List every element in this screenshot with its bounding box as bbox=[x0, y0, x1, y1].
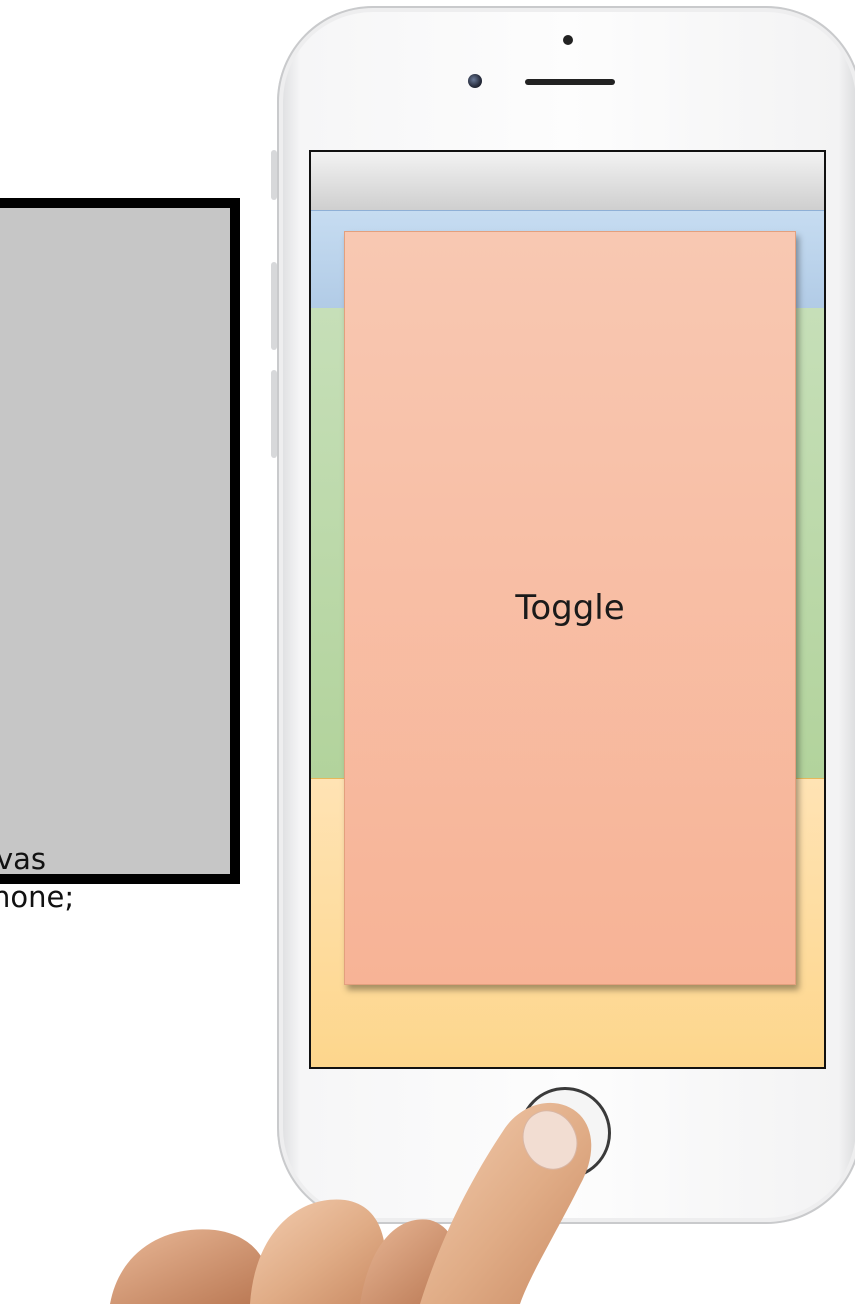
speaker-icon bbox=[525, 79, 615, 85]
camera-icon bbox=[468, 74, 482, 88]
finger bbox=[360, 1219, 460, 1304]
code-line: vas bbox=[0, 842, 46, 876]
code-line: none; bbox=[0, 880, 74, 914]
navigation-bar bbox=[311, 152, 824, 210]
home-button-icon[interactable] bbox=[519, 1087, 611, 1179]
finger bbox=[110, 1229, 271, 1304]
toggle-card[interactable]: Toggle bbox=[344, 231, 796, 985]
code-panel bbox=[0, 198, 240, 884]
phone-screen: Toggle bbox=[309, 150, 826, 1069]
sensor-icon bbox=[563, 35, 573, 45]
toggle-label: Toggle bbox=[515, 588, 624, 628]
